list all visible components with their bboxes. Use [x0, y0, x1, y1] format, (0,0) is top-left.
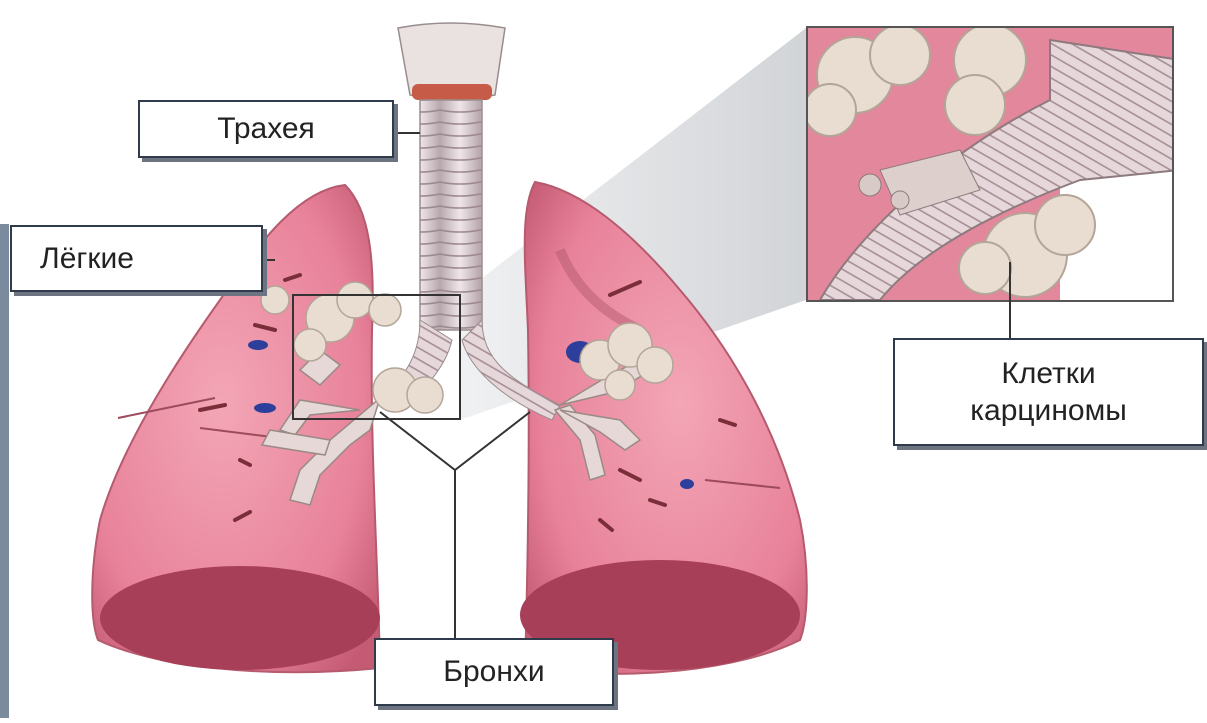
carcinoma-label-line1: Клетки [1001, 355, 1095, 393]
trachea-label: Трахея [138, 100, 394, 158]
bronchi-label: Бронхи [374, 638, 614, 706]
bronchi-leader-fork [380, 412, 530, 470]
lungs-label-text: Лёгкие [40, 240, 134, 278]
left-edge-strip [0, 224, 9, 718]
magnified-inset [804, 24, 1180, 310]
bronchi-label-text: Бронхи [443, 653, 544, 691]
carcinoma-cells-label: Клетки карциномы [893, 338, 1204, 446]
lungs-label: Лёгкие [10, 225, 263, 292]
trachea-label-text: Трахея [217, 110, 315, 148]
carcinoma-label-line2: карциномы [970, 392, 1127, 430]
